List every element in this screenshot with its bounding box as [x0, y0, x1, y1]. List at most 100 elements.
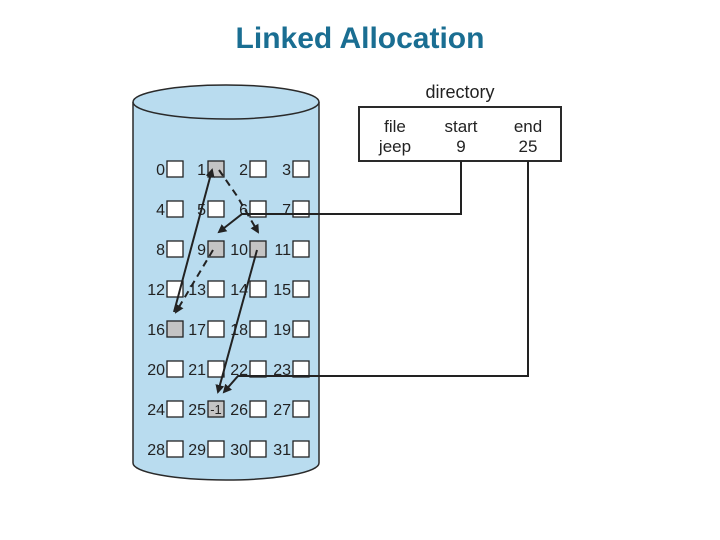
block-30: 30 [230, 440, 267, 459]
free-block-box [166, 200, 184, 218]
block-number: 13 [188, 282, 206, 299]
block-number: 21 [188, 362, 206, 379]
directory-label: directory [425, 82, 494, 102]
block-31: 31 [273, 440, 310, 459]
free-block-box [207, 440, 225, 458]
used-block-box [249, 240, 267, 258]
start-pointer [217, 161, 462, 234]
disk-cylinder [132, 84, 320, 481]
block-6: 6 [239, 200, 267, 219]
free-block-box [166, 240, 184, 258]
free-block-box [249, 320, 267, 338]
block-17: 17 [188, 320, 225, 339]
chain-arrows [173, 168, 260, 394]
page-title: Linked Allocation [235, 22, 485, 55]
block-number: 2 [239, 162, 248, 179]
cell-file: jeep [378, 137, 411, 156]
block-19: 19 [273, 320, 310, 339]
arrow-16-to-1 [173, 168, 215, 313]
block-15: 15 [273, 280, 310, 299]
block-number: 11 [274, 242, 291, 259]
free-block-box [292, 400, 310, 418]
header-file: file [384, 117, 406, 136]
block-number: 24 [147, 402, 165, 419]
block-number: 3 [282, 162, 291, 179]
free-block-box [292, 360, 310, 378]
block-number: 10 [230, 242, 248, 259]
block-number: 7 [282, 202, 291, 219]
block-10: 10 [230, 240, 267, 259]
free-block-box [249, 400, 267, 418]
free-block-box [292, 280, 310, 298]
free-block-box [166, 400, 184, 418]
block-14: 14 [230, 280, 267, 299]
block-number: 22 [230, 362, 248, 379]
block-number: 19 [273, 322, 291, 339]
block-21: 21 [188, 360, 225, 379]
block-7: 7 [282, 200, 310, 219]
block-number: 4 [156, 202, 165, 219]
block-16: 16 [147, 320, 184, 339]
end-pointer [222, 161, 529, 394]
block-number: 16 [147, 322, 165, 339]
block-25: 25-1 [188, 400, 225, 419]
block-number: 9 [197, 242, 206, 259]
block-number: 27 [273, 402, 291, 419]
block-29: 29 [188, 440, 225, 459]
block-number: 31 [273, 442, 291, 459]
block-number: 6 [239, 202, 248, 219]
block-24: 24 [147, 400, 184, 419]
block-26: 26 [230, 400, 267, 419]
block-8: 8 [156, 240, 184, 259]
block-number: 17 [188, 322, 206, 339]
block-number: 25 [188, 402, 206, 419]
block-0: 0 [156, 160, 184, 179]
cell-end: 25 [519, 137, 538, 156]
free-block-box [292, 320, 310, 338]
cylinder-body [132, 102, 320, 481]
block-22: 22 [230, 360, 267, 379]
free-block-box [207, 360, 225, 378]
directory-table: directory file start end jeep 9 25 [358, 82, 562, 162]
free-block-box [166, 360, 184, 378]
cell-start: 9 [456, 137, 465, 156]
block-27: 27 [273, 400, 310, 419]
block-4: 4 [156, 200, 184, 219]
block-11: 11 [274, 240, 310, 259]
block-number: 12 [147, 282, 165, 299]
free-block-box [166, 160, 184, 178]
block-number: 15 [273, 282, 291, 299]
block-number: 14 [230, 282, 248, 299]
free-block-box [249, 160, 267, 178]
free-block-box [292, 440, 310, 458]
free-block-box [166, 440, 184, 458]
block-9: 9 [197, 240, 225, 259]
block-20: 20 [147, 360, 184, 379]
block-number: 30 [230, 442, 248, 459]
cylinder-top [132, 84, 320, 120]
header-start: start [444, 117, 477, 136]
used-block-box [166, 320, 184, 338]
block-28: 28 [147, 440, 184, 459]
arrow-9-to-16 [174, 249, 214, 314]
free-block-box [249, 360, 267, 378]
free-block-box [249, 280, 267, 298]
free-block-box [207, 280, 225, 298]
block-number: 26 [230, 402, 248, 419]
header-end: end [514, 117, 542, 136]
block-number: 29 [188, 442, 206, 459]
free-block-box [207, 320, 225, 338]
block-number: 23 [273, 362, 291, 379]
free-block-box [292, 240, 310, 258]
free-block-box [249, 440, 267, 458]
block-2: 2 [239, 160, 267, 179]
block-number: 8 [156, 242, 165, 259]
block-number: 28 [147, 442, 165, 459]
free-block-box [292, 160, 310, 178]
block-13: 13 [188, 280, 225, 299]
directory-pointers [217, 161, 529, 394]
block-3: 3 [282, 160, 310, 179]
block-number: 20 [147, 362, 165, 379]
